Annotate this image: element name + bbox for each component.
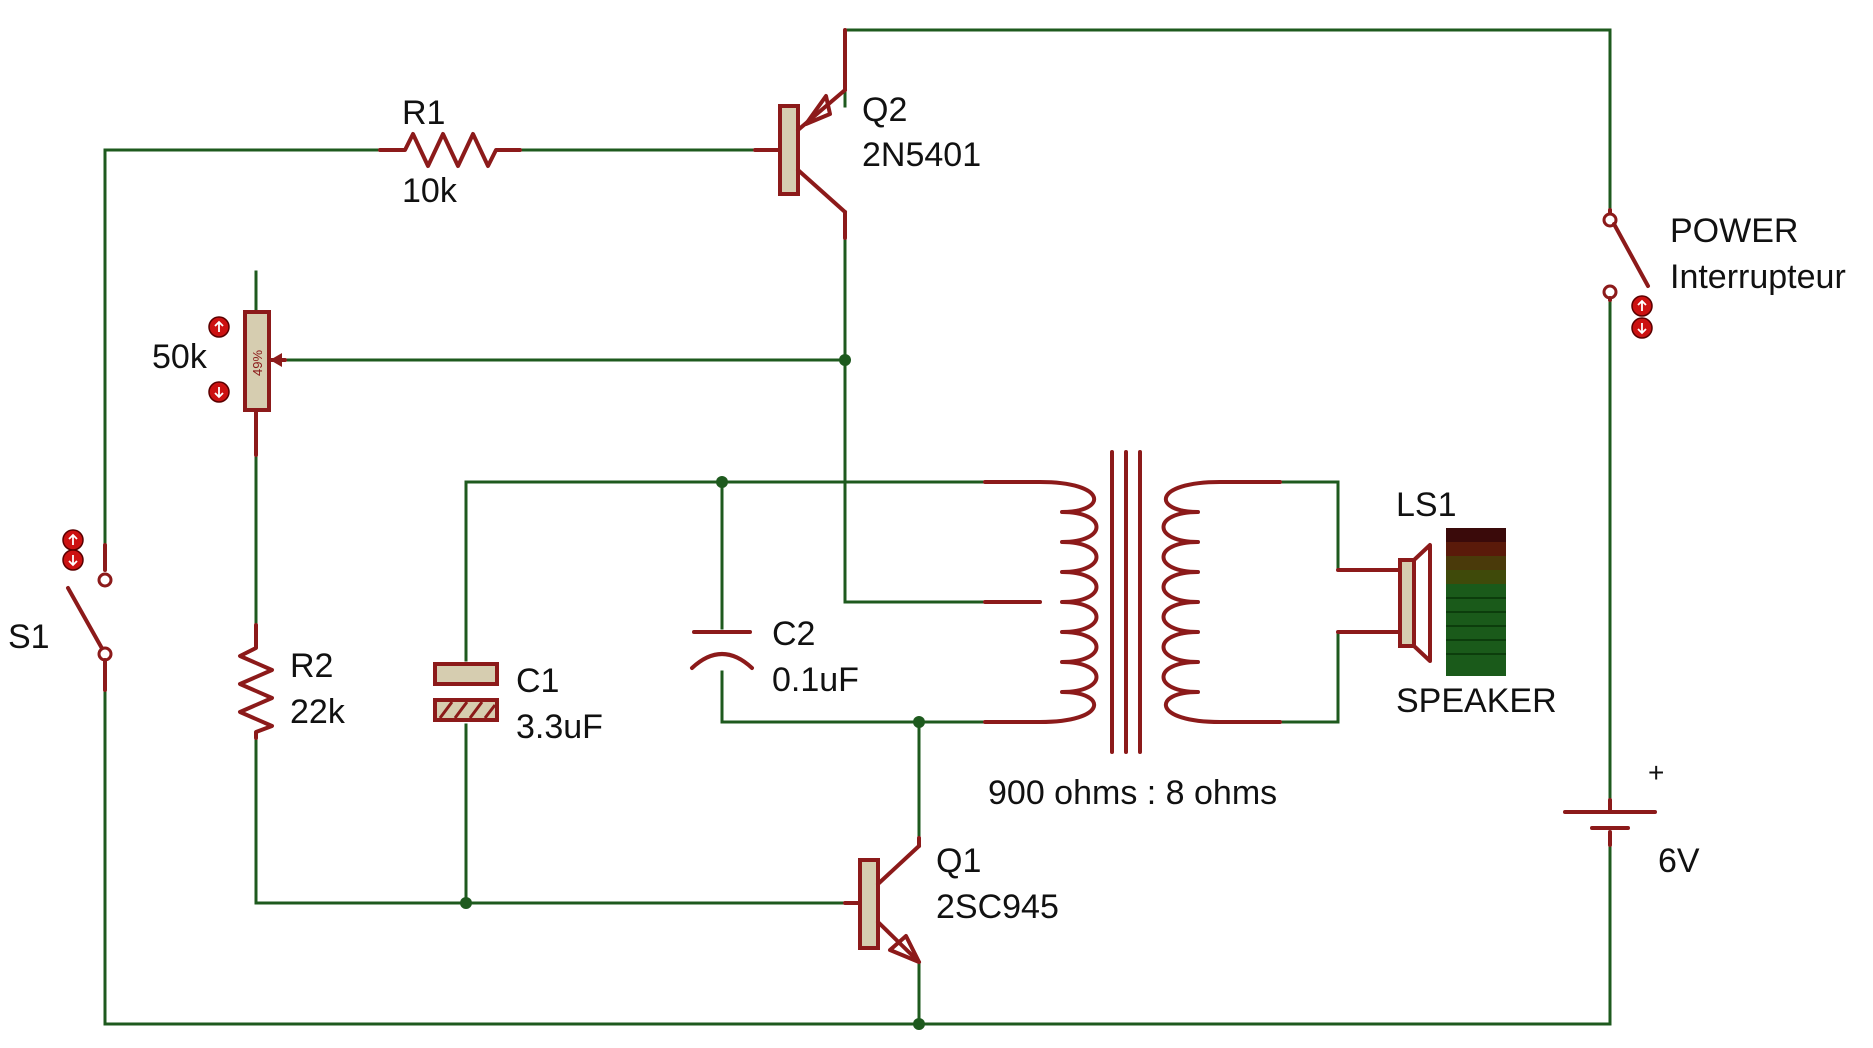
q1-part-label: 2SC945: [936, 888, 1059, 926]
wire-q2-collector: [843, 236, 987, 604]
power-switch-ref-label: POWER: [1670, 212, 1798, 250]
c2-value-label: 0.1uF: [772, 661, 859, 699]
wire-left-top: [103, 148, 382, 547]
r1-value-label: 10k: [402, 172, 458, 210]
wire-secondary-top: [1218, 480, 1397, 572]
c1-value-label: 3.3uF: [516, 708, 603, 746]
battery-polarity-label: +: [1648, 757, 1664, 788]
wire-r2-q1-base: [254, 736, 847, 905]
pot-value-label: 50k: [152, 338, 208, 376]
capacitor-c1[interactable]: C1 3.3uF: [433, 662, 603, 746]
wire-secondary-bottom: [1218, 630, 1397, 724]
q1-ref-label: Q1: [936, 842, 981, 880]
transistor-q1[interactable]: Q1 2SC945: [843, 836, 1059, 964]
c1-ref-label: C1: [516, 662, 559, 700]
q2-emitter-arrow: [804, 94, 832, 126]
s1-ref-label: S1: [8, 618, 50, 656]
wire-top-rail: [843, 28, 1612, 212]
r2-value-label: 22k: [290, 693, 346, 731]
potentiometer[interactable]: 49% 50k: [152, 310, 287, 457]
resistor-r1[interactable]: R1 10k: [378, 94, 522, 210]
pot-wiper-arrow: [270, 353, 282, 367]
power-switch-part-label: Interrupteur: [1670, 258, 1846, 296]
junctions: [460, 354, 925, 1030]
pot-setting-label: 49%: [250, 350, 265, 376]
battery-value-label: 6V: [1658, 842, 1700, 880]
power-pin-indicators: [1631, 295, 1653, 339]
junction-dot: [716, 476, 728, 488]
q2-ref-label: Q2: [862, 91, 907, 129]
switch-s1[interactable]: S1: [8, 529, 113, 692]
resistor-r2[interactable]: R2 22k: [238, 623, 346, 740]
transformer[interactable]: 900 ohms : 8 ohms: [983, 450, 1282, 812]
r1-ref-label: R1: [402, 94, 445, 132]
speaker-part-label: SPEAKER: [1396, 682, 1557, 720]
transformer-ratio-label: 900 ohms : 8 ohms: [988, 774, 1277, 812]
q1-emitter-arrow: [888, 934, 921, 964]
junction-dot: [839, 354, 851, 366]
speaker-level-meter: [1446, 528, 1506, 676]
junction-dot: [460, 897, 472, 909]
speaker-ls1[interactable]: LS1 SPEAKER: [1336, 486, 1557, 720]
q2-part-label: 2N5401: [862, 136, 981, 174]
wires: [103, 28, 1612, 1026]
pot-pin-indicators: [208, 316, 230, 403]
transistor-q2[interactable]: Q2 2N5401: [753, 28, 981, 240]
c2-ref-label: C2: [772, 615, 815, 653]
speaker-ref-label: LS1: [1396, 486, 1457, 524]
junction-dot: [913, 1018, 925, 1030]
s1-pin-indicators: [62, 529, 84, 571]
battery[interactable]: + 6V: [1563, 757, 1700, 880]
junction-dot: [913, 716, 925, 728]
r2-ref-label: R2: [290, 647, 333, 685]
power-switch[interactable]: POWER Interrupteur: [1602, 208, 1846, 339]
capacitor-c2[interactable]: C2 0.1uF: [690, 615, 859, 699]
secondary-winding: [1161, 480, 1222, 724]
primary-winding: [1038, 480, 1099, 724]
wire-c1-top: [464, 480, 987, 662]
wire-c2-bottom: [720, 670, 987, 724]
